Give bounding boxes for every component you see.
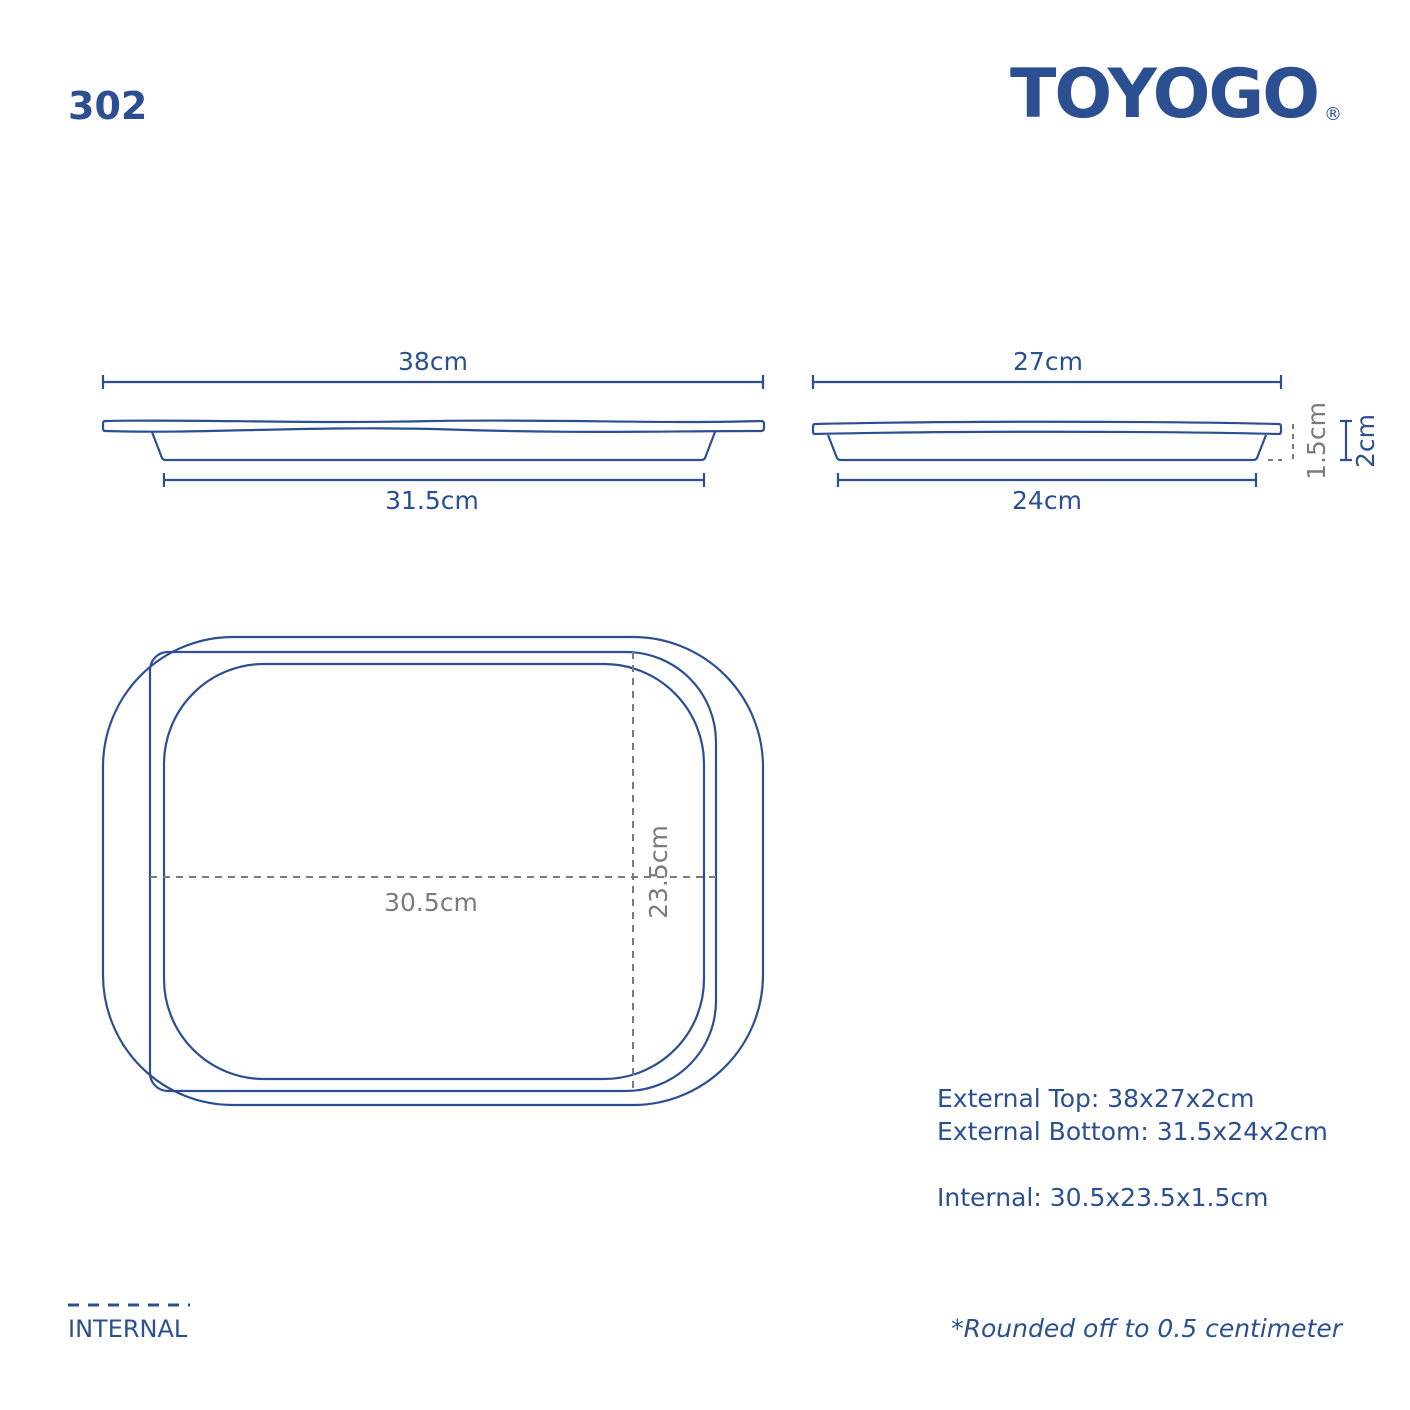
tray-body [826,434,1268,462]
model-number: 302 [68,84,147,128]
external-height-marker [1340,419,1352,462]
top-dimension-line [811,375,1283,389]
internal-length-label: 30.5cm [384,888,478,917]
tray-body [150,431,717,462]
internal-outline [162,662,706,1081]
top-length-label: 38cm [398,347,468,376]
spec-internal: Internal: 30.5x23.5x1.5cm [937,1183,1269,1212]
internal-depth-marker [1268,424,1294,461]
top-view: 30.5cm 23.5cm [101,635,765,1107]
toyogo-logo: TOYOGO ® [1010,55,1342,134]
legend-internal-label: INTERNAL [68,1315,188,1343]
tray-rim [101,419,766,433]
bottom-dimension-line [836,473,1258,487]
external-height-label: 2cm [1351,414,1380,468]
top-width-label: 27cm [1013,347,1083,376]
top-dimension-line [101,375,765,389]
bottom-length-label: 31.5cm [385,486,479,515]
spec-external-top: External Top: 38x27x2cm [937,1084,1254,1113]
outer-rim-outline [101,635,765,1107]
spec-external-bottom: External Bottom: 31.5x24x2cm [937,1117,1328,1146]
dimension-specs: External Top: 38x27x2cm External Bottom:… [937,1084,1328,1212]
registered-mark: ® [1324,104,1342,125]
legend: INTERNAL [68,1303,190,1343]
internal-width-label: 23.5cm [644,825,673,919]
brand-name: TOYOGO [1010,55,1318,134]
bottom-width-label: 24cm [1012,486,1082,515]
side-view-width: 27cm 24cm 1.5cm 2cm [811,347,1380,515]
side-view-length: 38cm 31.5cm [101,347,766,515]
tray-bottom-outline [148,650,718,1093]
footnote: *Rounded off to 0.5 centimeter [951,1314,1344,1343]
internal-depth-label: 1.5cm [1302,402,1331,480]
tray-rim [811,420,1283,436]
bottom-dimension-line [162,473,706,487]
